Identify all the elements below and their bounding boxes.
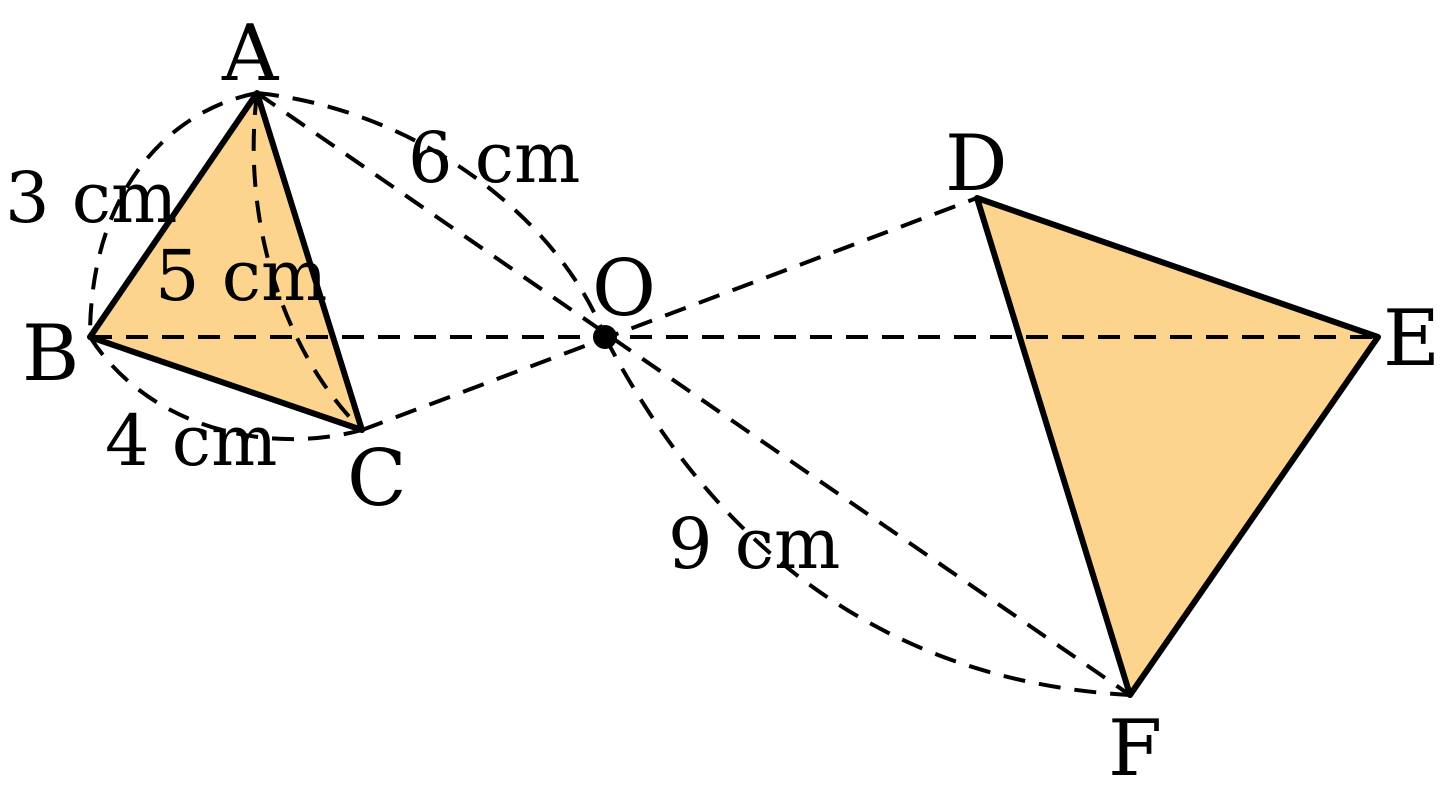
- line-a-f: [255, 91, 1132, 697]
- arc-ab: [88, 91, 258, 338]
- measure-ac: 5 cm: [155, 235, 327, 317]
- arc-of: [603, 336, 1131, 697]
- label-center-o: O: [592, 244, 656, 334]
- measure-bc: 4 cm: [105, 400, 277, 482]
- line-c-d: [361, 196, 978, 432]
- label-vertex-a: A: [221, 9, 280, 99]
- center-point-o: [593, 325, 617, 349]
- label-vertex-c: C: [347, 434, 407, 524]
- triangle-abc: [87, 90, 365, 433]
- label-vertex-f: F: [1108, 704, 1162, 794]
- arc-oa: [256, 91, 607, 338]
- label-vertex-e: E: [1383, 294, 1440, 384]
- measure-ab: 3 cm: [5, 157, 177, 239]
- measure-oa: 6 cm: [408, 117, 580, 199]
- label-vertex-d: D: [945, 119, 1008, 209]
- measure-of: 9 cm: [668, 503, 840, 585]
- label-vertex-b: B: [22, 309, 79, 399]
- arc-ac: [251, 92, 364, 432]
- triangle-def: [974, 195, 1381, 698]
- arc-bc: [88, 335, 363, 442]
